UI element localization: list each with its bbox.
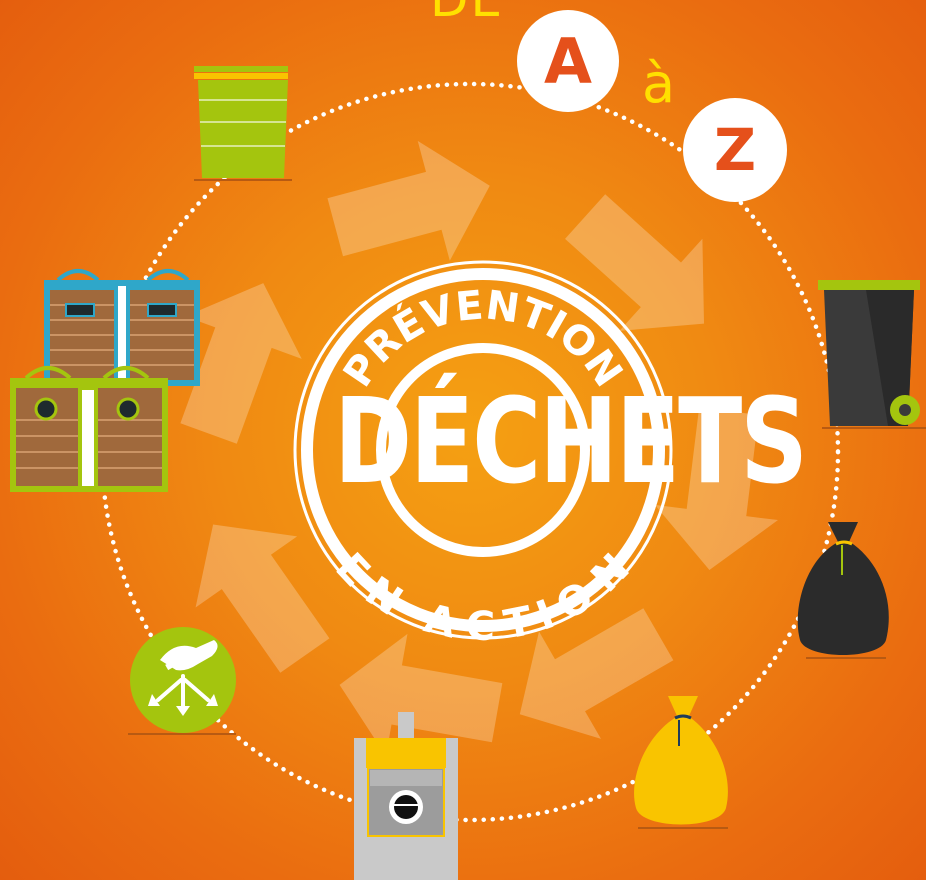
sorting-hand-icon — [128, 627, 236, 735]
letter-z-badge: Z — [683, 98, 787, 202]
cycle-arrow-icon — [519, 608, 674, 739]
cycle-arrow-icon — [180, 283, 302, 444]
stamp-bottom-text: EN ACTION — [326, 545, 638, 650]
black-trash-bag-icon — [797, 522, 889, 659]
cycle-arrow-icon — [654, 407, 779, 571]
cycle-arrow-icon — [565, 194, 705, 331]
wheelie-bin-icon — [818, 280, 926, 429]
stacked-composter-icon — [194, 66, 292, 181]
double-composter-blue-icon — [44, 269, 200, 386]
cycle-arrow-icon — [339, 633, 503, 757]
double-composter-green-icon — [10, 366, 168, 492]
incinerator-icon — [354, 712, 458, 880]
headline-word-a: à — [642, 52, 676, 115]
cycle-arrow-icon — [327, 140, 490, 261]
letter-a-badge: A — [517, 10, 619, 112]
cycle-arrow-icon — [195, 524, 330, 673]
headline-word-de: DE — [430, 0, 504, 28]
stamp-main-text: DÉCHETS — [334, 374, 808, 511]
cycle-arrows — [180, 140, 779, 757]
yellow-recycling-bag-icon — [634, 696, 728, 829]
